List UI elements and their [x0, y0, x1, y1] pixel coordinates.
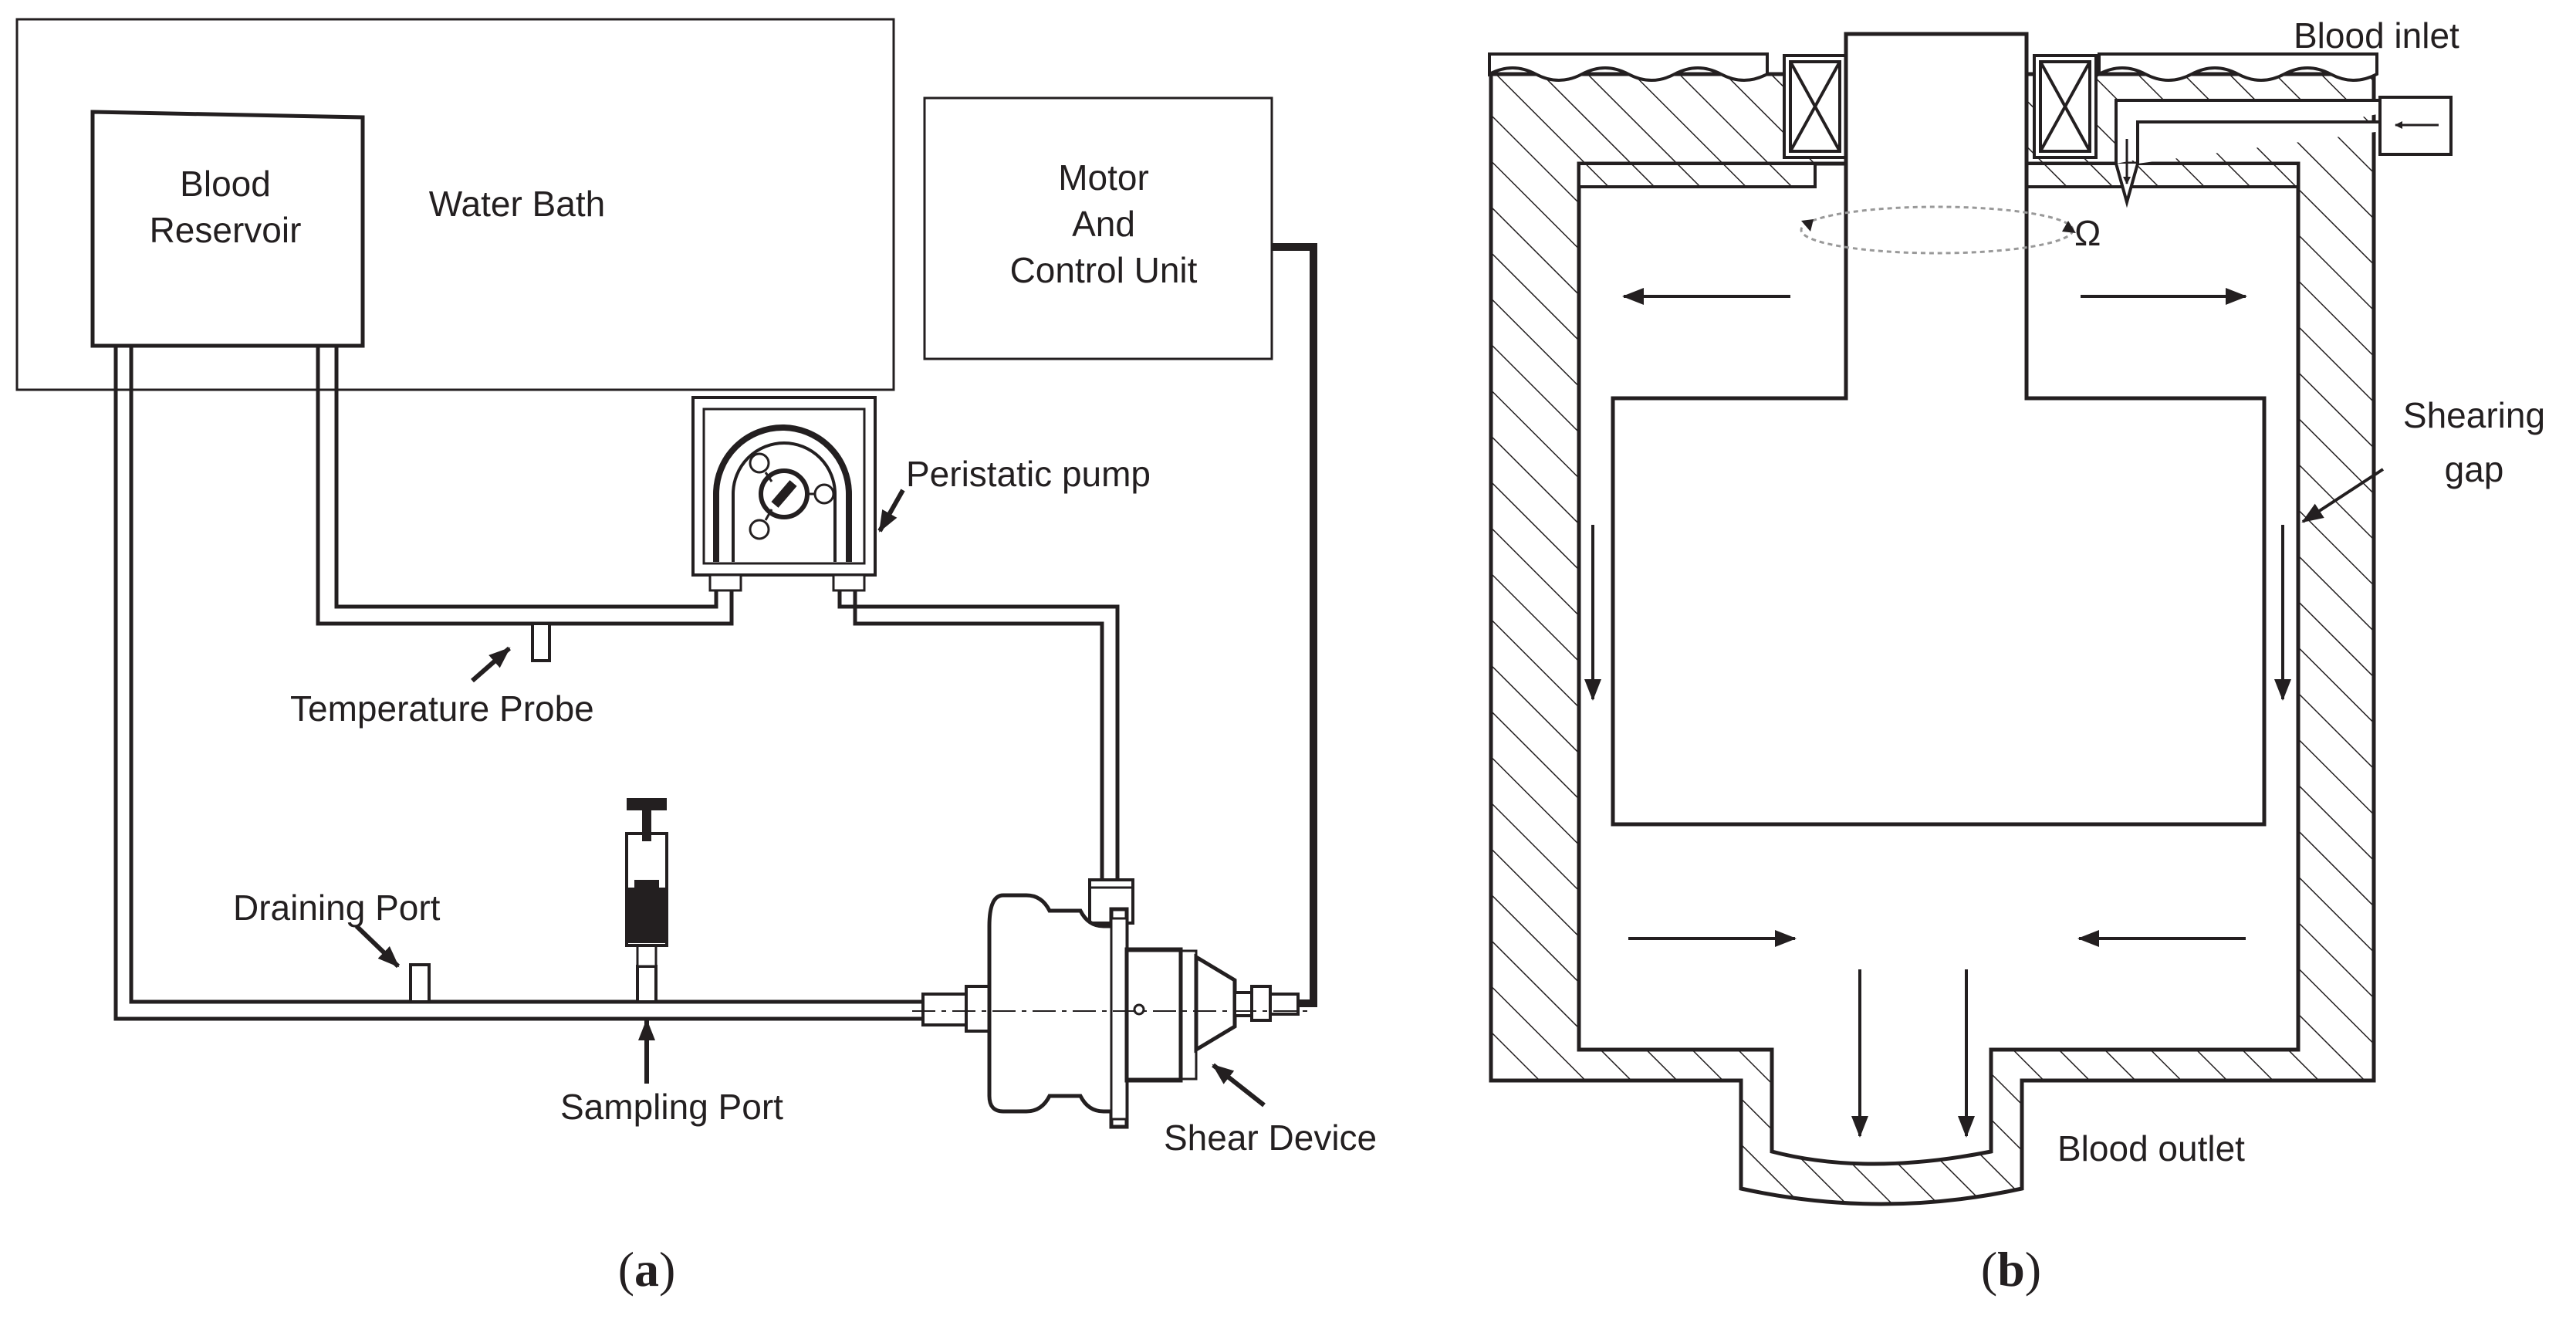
wavy-top [1488, 52, 1769, 82]
label-reservoir-line2: Reservoir [150, 210, 302, 250]
tube-left-outer [113, 346, 926, 1021]
tube-pump-shear-inner [853, 575, 1104, 880]
draining-port [409, 963, 431, 1003]
label-peristaltic-pump: Peristatic pump [906, 454, 1151, 494]
peristaltic-pump [691, 396, 877, 592]
label-shear-device: Shear Device [1164, 1118, 1377, 1158]
caption-b: (b) [1981, 1242, 2041, 1297]
label-motor-line2: And [1072, 204, 1135, 244]
rotation-arrow-left [1801, 219, 1814, 232]
label-blood-outlet: Blood outlet [2057, 1128, 2245, 1168]
label-motor-line3: Control Unit [1010, 250, 1198, 290]
label-blood-inlet: Blood inlet [2294, 15, 2459, 56]
sampling-syringe [625, 798, 668, 1003]
arrow-temperature [471, 646, 511, 683]
label-temperature-probe: Temperature Probe [290, 688, 594, 729]
label-reservoir-line1: Blood [180, 164, 271, 204]
panel-a-labels: Blood Reservoir Water Bath Motor And Con… [150, 157, 1378, 1297]
label-draining-port: Draining Port [233, 888, 441, 928]
bearing-left [1783, 54, 1847, 159]
label-sampling-port: Sampling Port [560, 1087, 783, 1127]
wavy-top-right [2098, 52, 2378, 82]
rotor [1611, 32, 2267, 827]
arrow-peristaltic [877, 489, 905, 533]
flow-arrows [1584, 288, 2291, 1138]
panel-b [1488, 32, 2453, 1206]
bearing-right [2033, 54, 2098, 159]
panel-a [15, 18, 1317, 1129]
tube-left-inner [129, 346, 926, 1004]
arrow-shear [1212, 1063, 1266, 1108]
tube-pump-shear-outer [837, 575, 1120, 880]
rotation-arrow-right [2062, 221, 2076, 233]
lid-strip-right [2025, 162, 2300, 188]
lid-strip [1577, 162, 1817, 188]
motor-cable [1272, 243, 1317, 1007]
housing-wall [1489, 72, 2376, 1206]
arrow-draining [354, 924, 401, 969]
temperature-probe [531, 622, 551, 662]
label-omega: Ω [2074, 213, 2101, 253]
label-motor-line1: Motor [1058, 157, 1149, 198]
arrow-shearing-gap [2301, 468, 2385, 523]
label-gap: gap [2445, 449, 2504, 489]
label-water-bath: Water Bath [429, 184, 605, 224]
panel-b-labels: Blood inlet Ω Shearing gap Blood outlet … [1981, 15, 2545, 1297]
caption-a: (a) [618, 1242, 676, 1297]
motor-control-unit [923, 96, 1273, 360]
label-shearing: Shearing [2403, 395, 2545, 435]
tube-reservoir-pump-outer [316, 346, 734, 626]
shear-device [912, 878, 1312, 1129]
blood-reservoir [90, 110, 365, 348]
